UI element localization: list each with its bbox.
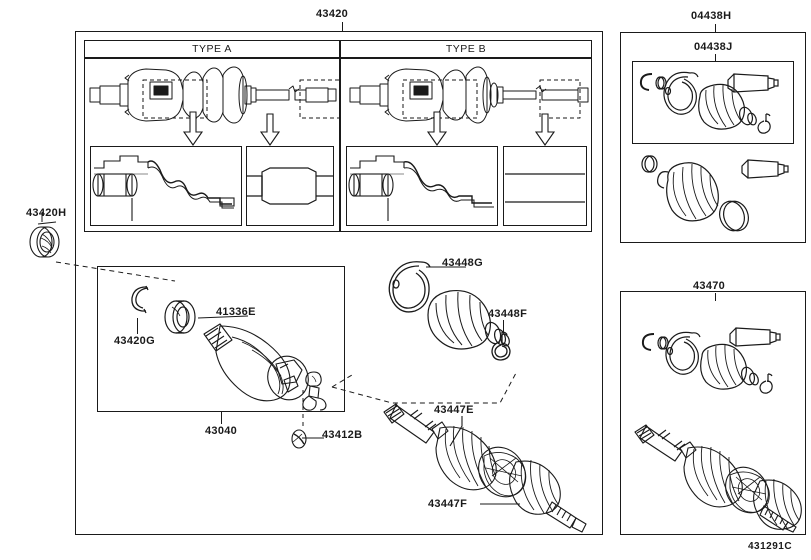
driveshaft-43470-outboard-spline — [759, 505, 797, 533]
type-a-boot-section-drawing — [92, 155, 235, 221]
leader-tick-43420 — [342, 22, 343, 31]
leader-43447F — [480, 503, 520, 505]
leader-43447E — [449, 416, 463, 447]
oil-seal-43420H-drawing — [29, 221, 60, 258]
boot-kit-panel-04438H — [620, 32, 806, 243]
leader-43412B-vertical — [302, 390, 304, 430]
leader-tick-43420G — [137, 318, 138, 334]
clamp-43448G-drawing — [388, 261, 431, 313]
callout-label-43412B: 43412B — [322, 429, 363, 441]
type-b-header: TYPE B — [340, 40, 592, 58]
type-a-label: TYPE A — [192, 43, 232, 55]
driveshaft-assy-panel-43470 — [620, 291, 806, 535]
callout-label-04438H: 04438H — [691, 10, 732, 22]
type-a-detail-box-boot — [90, 146, 242, 226]
cv-boot-drawing — [427, 289, 510, 350]
dust-seal-41336E-drawing — [164, 300, 196, 334]
main-assembly-panel-43420 — [75, 31, 603, 535]
tripod-spider-drawing — [302, 371, 327, 411]
callout-label-41336E: 41336E — [216, 306, 256, 318]
leader-43448G — [426, 266, 466, 268]
type-b-detail-box-boot — [346, 146, 498, 226]
callout-label-43447F: 43447F — [428, 498, 468, 510]
leader-tick-04438J — [715, 54, 716, 61]
driveshaft-assembly-drawing — [383, 403, 587, 533]
callout-label-43447E: 43447E — [434, 404, 474, 416]
callout-label-04438J: 04438J — [694, 41, 733, 53]
callout-label-43420G: 43420G — [114, 335, 155, 347]
inboard-joint-drawing — [203, 323, 309, 402]
type-b-detail-box-shaft — [503, 146, 587, 226]
type-a-detail-box-shaft — [246, 146, 334, 226]
type-a-shaft-section-drawing — [246, 167, 334, 205]
type-a-detail-arrows — [182, 111, 281, 146]
boot-kit-04438H-contents-drawing — [641, 155, 789, 232]
type-b-detail-arrows — [426, 111, 556, 146]
callout-label-43040: 43040 — [205, 425, 238, 437]
leader-43412B — [302, 437, 324, 439]
clamp-43448F-drawing — [491, 331, 511, 361]
type-b-driveshaft-drawing — [349, 66, 589, 124]
driveshaft-43470-drawing — [634, 424, 802, 530]
type-b-boot-section-drawing — [348, 155, 494, 221]
callout-label-43448F: 43448F — [488, 308, 528, 320]
type-b-shaft-section-drawing — [505, 173, 585, 203]
type-b-label: TYPE B — [445, 43, 487, 55]
assembly-dashed-connector — [331, 372, 517, 404]
type-a-panel — [84, 58, 340, 232]
leader-tick-04438H — [715, 24, 716, 32]
callout-label-43470: 43470 — [693, 280, 726, 292]
callout-label-43420: 43420 — [316, 8, 349, 20]
plug-43412B-drawing — [291, 429, 307, 449]
leader-tick-43448F — [503, 320, 504, 332]
boot-kit-04438J-contents-drawing — [639, 71, 779, 134]
leader-43420H — [41, 212, 176, 282]
type-a-header: TYPE A — [84, 40, 340, 58]
snap-ring-43420G-drawing — [131, 285, 149, 314]
leader-41336E — [197, 315, 249, 319]
boot-kit-43470-contents-drawing — [641, 327, 781, 394]
type-b-panel — [340, 58, 592, 232]
callout-label-43420H: 43420H — [26, 207, 67, 219]
leader-tick-43470 — [715, 293, 716, 301]
callout-label-43448G: 43448G — [442, 257, 483, 269]
sheet-code: 431291C — [748, 541, 793, 552]
inboard-joint-panel-43040 — [97, 266, 345, 412]
type-a-driveshaft-drawing — [89, 66, 341, 124]
boot-kit-panel-04438J — [632, 61, 794, 144]
leader-tick-43040 — [221, 412, 222, 424]
